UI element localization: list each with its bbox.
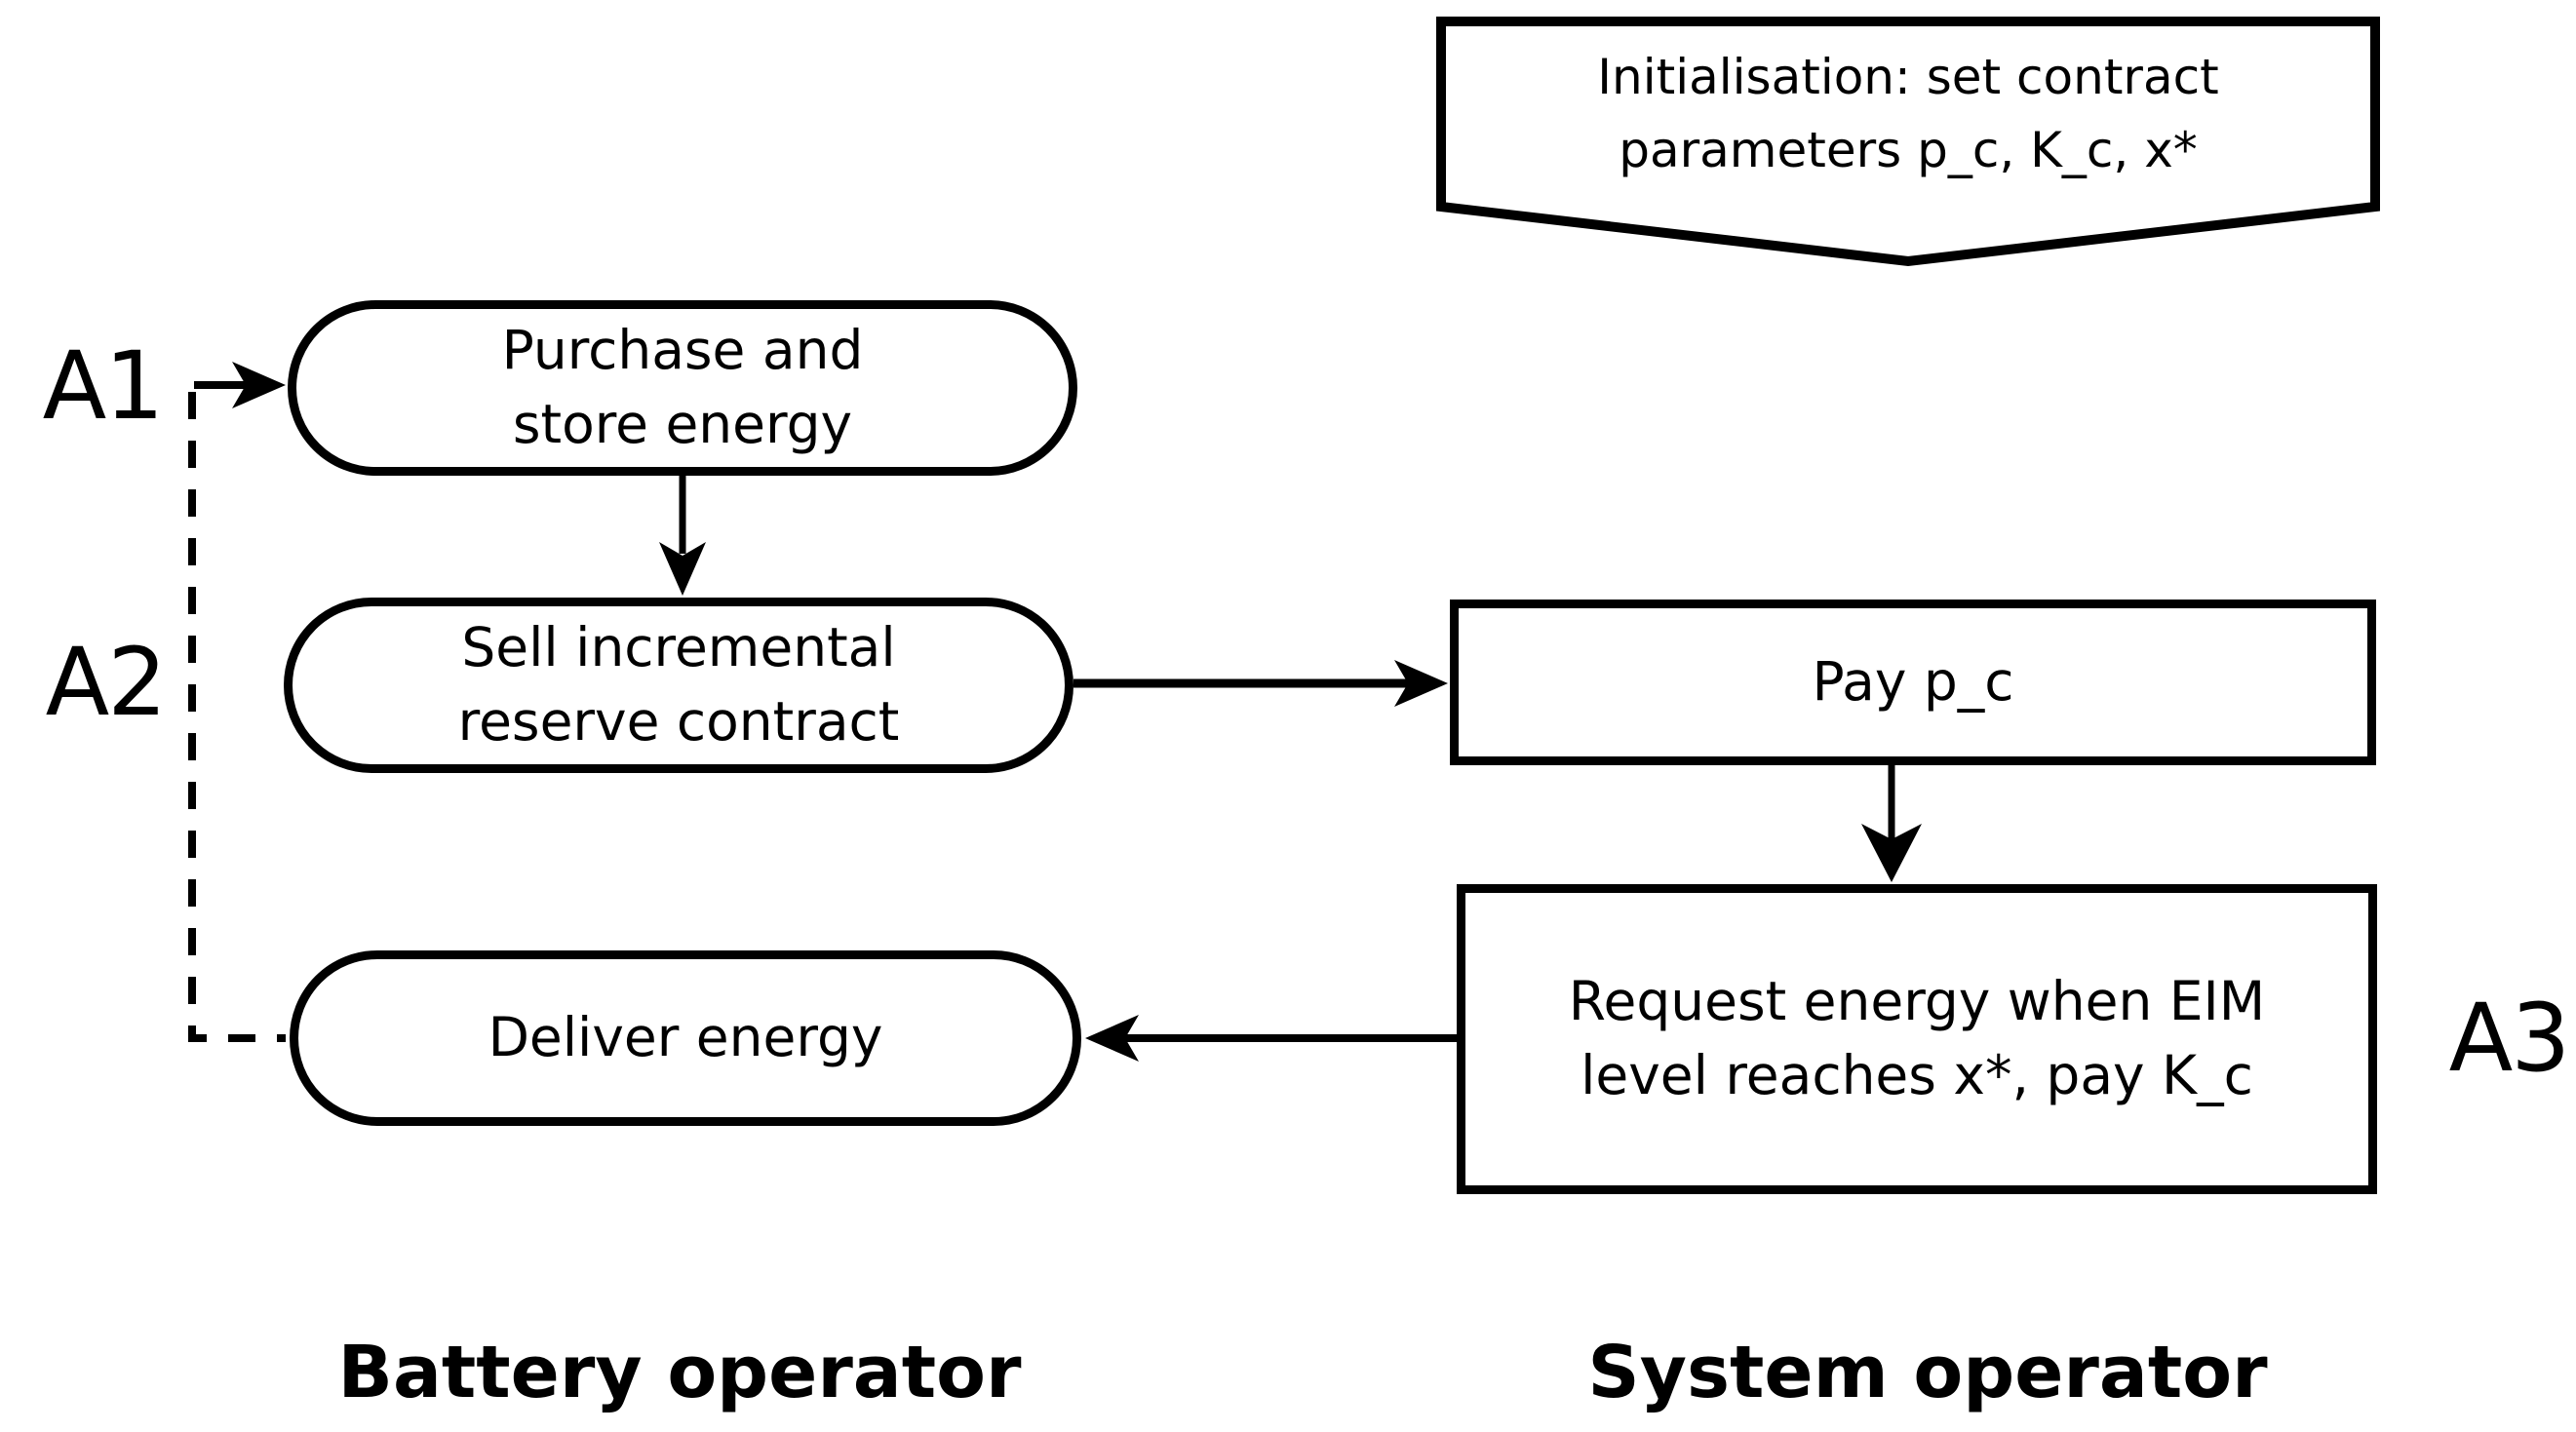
node-request-energy: Request energy when EIM level reaches x*…	[1457, 884, 2377, 1194]
phase-label-a2: A2	[45, 628, 168, 737]
arrowhead-a1	[232, 362, 286, 408]
arrowhead-request-deliver	[1085, 1015, 1139, 1062]
lane-label-system-operator: System operator	[1587, 1331, 2268, 1414]
init-banner-text: Initialisation: set contract parameters …	[1597, 49, 2219, 178]
arrowhead-sell-pay	[1394, 660, 1448, 707]
node-pay-pc: Pay p_c	[1450, 600, 2376, 765]
dashed-swimlane-line	[188, 392, 286, 1042]
init-banner-shape	[1436, 17, 2380, 267]
node-request-text: Request energy when EIM level reaches x*…	[1568, 970, 2266, 1106]
phase-label-a1: A1	[42, 331, 165, 441]
node-deliver-energy: Deliver energy	[290, 950, 1081, 1126]
node-sell-incremental-reserve-contract: Sell incremental reserve contract	[284, 598, 1073, 773]
arrowhead-purchase-sell	[659, 542, 706, 596]
node-purchase-text: Purchase and store energy	[501, 319, 864, 455]
arrowhead-pay-request	[1861, 824, 1922, 882]
phase-label-a3: A3	[2448, 984, 2571, 1093]
node-pay-text: Pay p_c	[1812, 650, 2014, 714]
node-deliver-text: Deliver energy	[488, 1006, 883, 1069]
node-sell-text: Sell incremental reserve contract	[457, 616, 900, 753]
node-purchase-and-store-energy: Purchase and store energy	[288, 300, 1077, 476]
init-banner: Initialisation: set contract parameters …	[1441, 21, 2375, 207]
lane-label-battery-operator: Battery operator	[337, 1331, 1022, 1414]
